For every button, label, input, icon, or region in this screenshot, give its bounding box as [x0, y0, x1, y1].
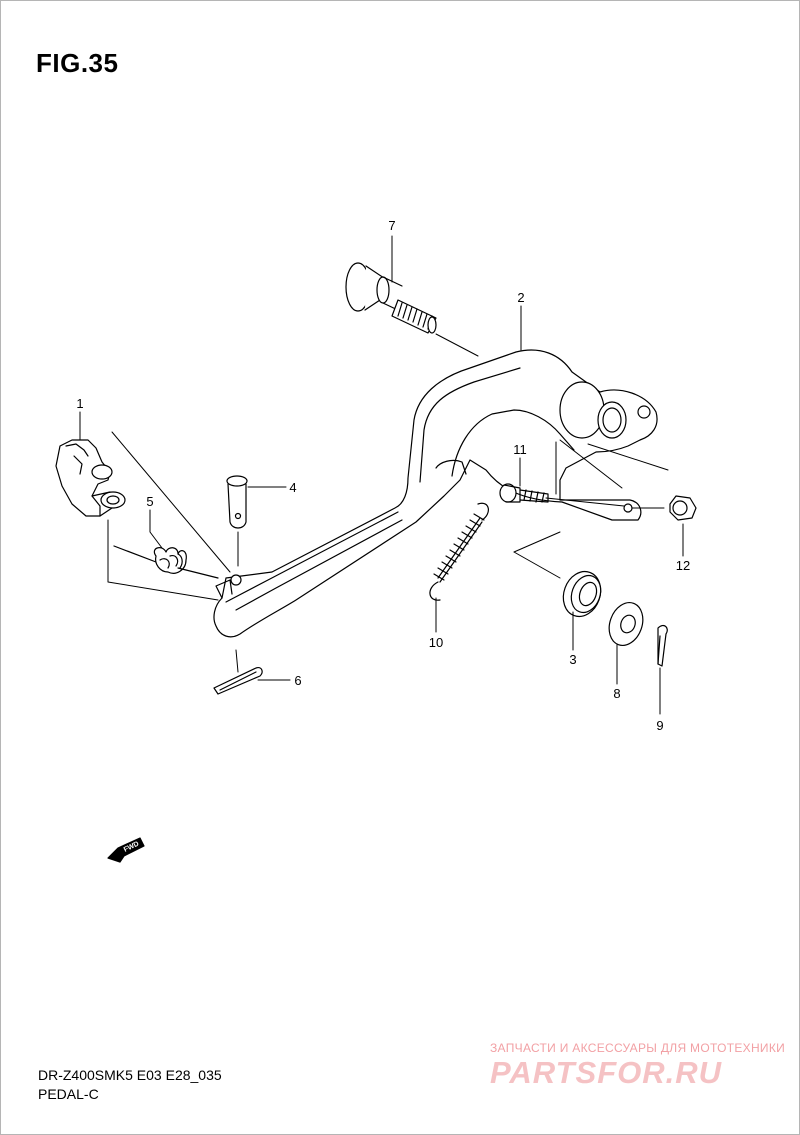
pivot-bolt-part	[345, 262, 437, 334]
callout-5: 5	[146, 494, 153, 509]
figure-title: FIG.35	[36, 48, 119, 78]
callout-12: 12	[676, 558, 690, 573]
callout-3: 3	[569, 652, 576, 667]
callout-leaders	[79, 235, 684, 715]
callout-6: 6	[294, 673, 301, 688]
callout-1: 1	[76, 396, 83, 411]
callout-2: 2	[517, 290, 524, 305]
part-name: PEDAL-C	[38, 1086, 99, 1102]
callout-4: 4	[289, 480, 296, 495]
cotter-pin-part	[213, 667, 263, 695]
callout-7: 7	[388, 218, 395, 233]
washer-part	[608, 602, 644, 646]
callout-11: 11	[513, 442, 527, 457]
callout-8: 8	[613, 686, 620, 701]
watermark-tagline: ЗАПЧАСТИ И АКСЕССУАРЫ ДЛЯ МОТОТЕХНИКИ	[490, 1041, 786, 1055]
callout-10: 10	[429, 635, 443, 650]
oil-seal-part	[562, 570, 602, 618]
clevis-part	[55, 439, 126, 517]
callout-9: 9	[656, 718, 663, 733]
watermark-logo: PARTSFOR.RU	[490, 1055, 723, 1090]
assembly-lines	[107, 333, 669, 673]
model-code: DR-Z400SMK5 E03 E28_035	[38, 1067, 222, 1083]
clevis-pin-part	[226, 475, 248, 529]
cotter-pin-right-part	[657, 624, 668, 667]
callout-labels: 7 2 1 4 5 11 12 10 3 6 8 9	[76, 218, 690, 733]
brake-pedal-part	[213, 349, 658, 638]
nut-part	[669, 495, 697, 521]
fwd-arrow-icon: FWD	[107, 837, 145, 863]
torsion-spring-part	[113, 545, 219, 579]
extension-spring-part	[429, 502, 489, 601]
